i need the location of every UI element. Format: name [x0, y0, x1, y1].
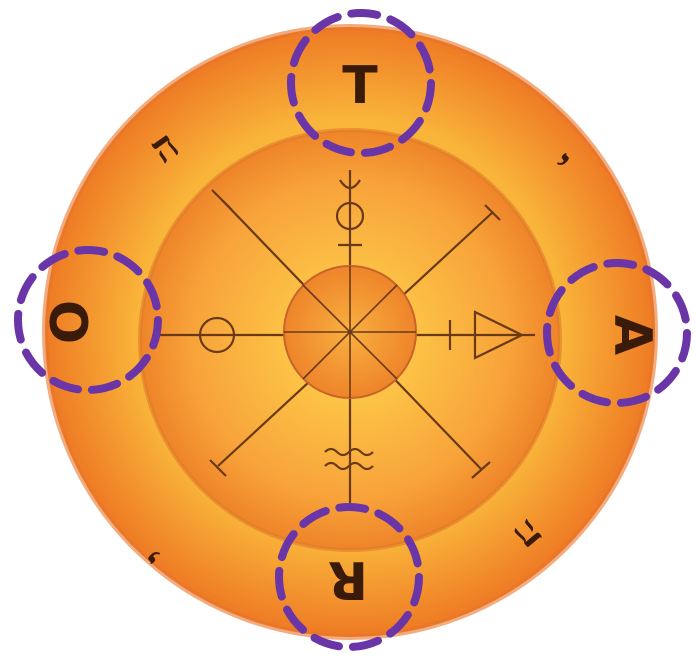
- letter-right: A: [602, 315, 662, 355]
- letter-bottom: R: [328, 549, 368, 609]
- letter-left: O: [41, 300, 101, 344]
- center-spokes: [284, 266, 416, 398]
- letter-top: T: [342, 56, 378, 116]
